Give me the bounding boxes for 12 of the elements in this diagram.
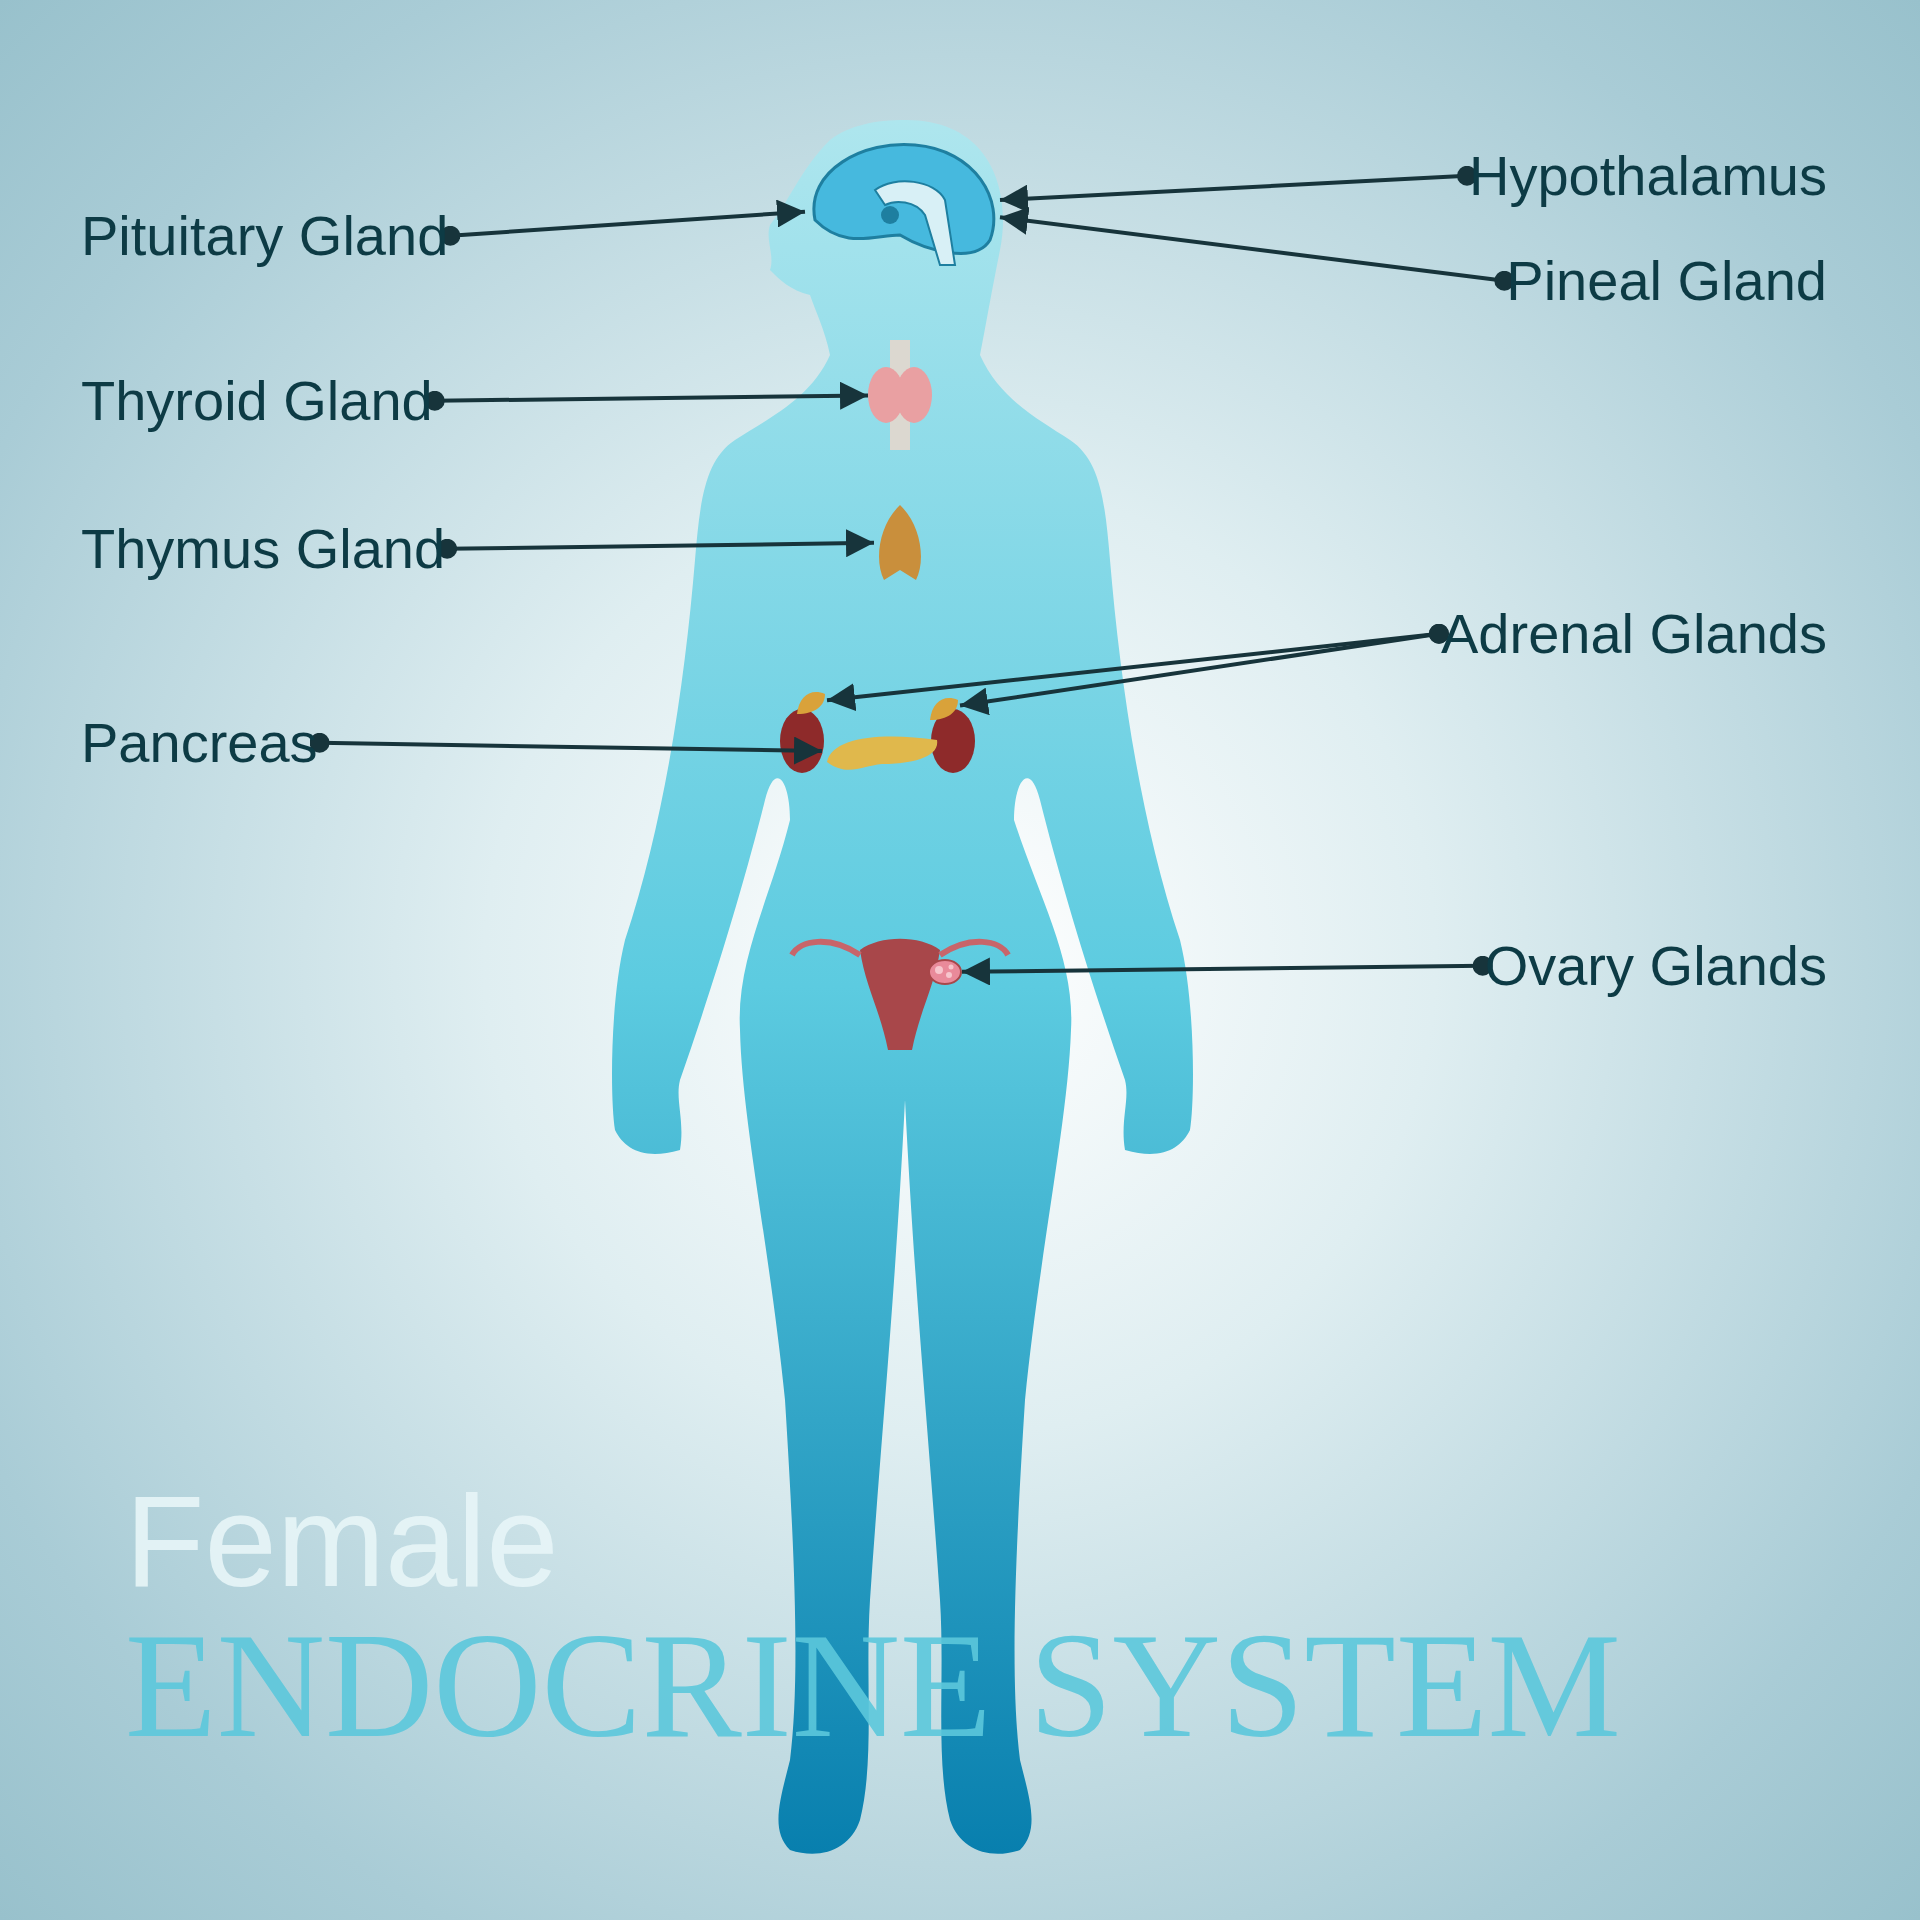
thyroid-drawing (868, 340, 932, 450)
leader-line (309, 732, 823, 765)
organ-label: Pituitary Gland (81, 205, 449, 267)
organ-label: Adrenal Glands (1441, 603, 1827, 665)
organ-label: Thymus Gland (81, 518, 446, 580)
leader-line (959, 623, 1449, 716)
organ-label: Pineal Gland (1506, 250, 1827, 312)
organ-label: Pancreas (81, 712, 318, 774)
organ-label: Hypothalamus (1469, 145, 1827, 207)
ovary-drawing (928, 958, 962, 986)
organ-label: Ovary Glands (1484, 935, 1827, 997)
organ-label: Thyroid Gland (81, 370, 433, 432)
